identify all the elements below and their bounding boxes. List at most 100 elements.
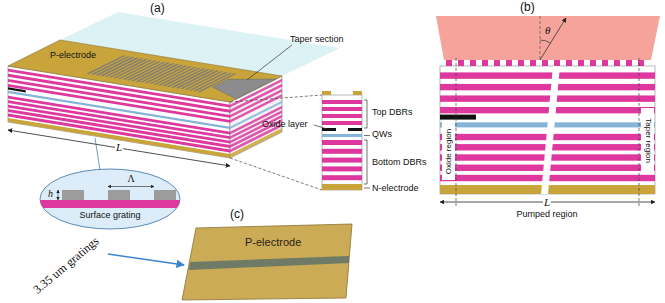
top-contact [322, 91, 331, 95]
layer-band [440, 72, 655, 78]
bracket [364, 100, 367, 128]
grating-tooth [470, 60, 476, 66]
grating-tooth [108, 190, 130, 200]
part-label: Taper section [290, 34, 344, 44]
layer-band [440, 107, 655, 113]
leader-line [247, 45, 292, 80]
grating-tooth [602, 60, 608, 66]
part-label: N-electrode [372, 183, 419, 193]
dbr-layer [322, 149, 362, 154]
dbr-layer [322, 107, 362, 111]
layer-band [440, 84, 655, 90]
region-label: Pumped region [517, 209, 578, 219]
bracket [364, 140, 367, 184]
region-boundary [456, 58, 457, 208]
grating-tooth [590, 60, 596, 66]
zoom-ellipse [40, 169, 180, 229]
layer-band [8, 114, 230, 153]
grating-base [40, 200, 180, 208]
part-label: Surface grating [80, 210, 141, 220]
leader-line [364, 188, 370, 189]
part-label: Top DBRs [372, 107, 413, 117]
panel-letter: (a) [150, 2, 165, 16]
zoom-line [230, 95, 322, 102]
grating-tooth [542, 60, 548, 66]
grating-tooth [518, 60, 524, 66]
top-contact [353, 91, 362, 95]
dbr-layer [322, 140, 362, 145]
region-boundary [639, 58, 640, 208]
dimension-line [58, 190, 59, 200]
grating-tooth [626, 60, 632, 66]
layer-band [230, 128, 282, 158]
part-label: Bottom DBRs [372, 157, 427, 167]
label-patch [641, 108, 654, 172]
region-label: Oxide region [444, 128, 453, 173]
grating-tooth [578, 60, 584, 66]
grating-tooth [494, 60, 500, 66]
grating-tooth [554, 60, 560, 66]
callout-label: 3.35 um gratings [31, 235, 102, 298]
grating-profile [40, 190, 180, 208]
grating-tooth [482, 60, 488, 66]
stack [440, 66, 655, 194]
pointer-arrow [108, 254, 184, 265]
oxide-bar [348, 128, 362, 131]
layer-band [8, 118, 230, 158]
dbr-layer [322, 158, 362, 163]
grating-strip [189, 256, 349, 270]
output-beam [436, 16, 660, 60]
top-electrode [8, 40, 282, 102]
region-label: Taper region [643, 118, 652, 162]
qw-layer [322, 134, 362, 137]
leader-line [314, 125, 327, 129]
bottom-contact [322, 184, 362, 190]
beam-arrow [540, 18, 566, 60]
dimension-label: h [48, 188, 53, 200]
normal-line [540, 16, 541, 60]
grating-tooth [446, 60, 452, 66]
grating-tooth [614, 60, 620, 66]
dbr-layer [322, 175, 362, 180]
chip-electrode [182, 224, 352, 300]
dbr-layer [322, 121, 362, 125]
dbr-layer [322, 166, 362, 171]
grating-tooth [458, 60, 464, 66]
oxide-bar [440, 115, 476, 120]
panel-letter: (c) [230, 208, 244, 222]
angle-arc [540, 40, 551, 43]
leader-line [364, 135, 370, 136]
angle-label: θ [545, 24, 550, 37]
panel-a-drawing [8, 12, 370, 229]
dimension-line [8, 130, 230, 166]
grating-tooth [506, 60, 512, 66]
dimension-label: L [115, 141, 123, 154]
panel-b-drawing [436, 16, 660, 208]
panel-letter: (b) [520, 1, 535, 15]
leader-line [95, 138, 100, 170]
panel-c-drawing [108, 224, 352, 300]
cleave-slash [541, 66, 560, 194]
grating-tooth [566, 60, 572, 66]
cross-section-inset [314, 91, 370, 190]
oxide-bar [8, 87, 26, 92]
zoom-line [230, 158, 322, 190]
dimension-line [108, 186, 154, 187]
part-label: QWs [372, 129, 392, 139]
inset-box [322, 95, 362, 190]
taper-section [213, 79, 276, 99]
layer-band [440, 95, 655, 101]
label-patch [442, 122, 455, 180]
part-label: P-electrode [245, 236, 301, 249]
grating-tooth [62, 190, 84, 200]
grating-tooth [154, 190, 176, 200]
part-label: P-electrode [50, 50, 96, 60]
dimension-label: Λ [128, 173, 135, 185]
grating-tooth [530, 60, 536, 66]
dbr-layer [322, 114, 362, 118]
dimension-label: L [543, 196, 551, 209]
dbr-layer [322, 100, 362, 104]
